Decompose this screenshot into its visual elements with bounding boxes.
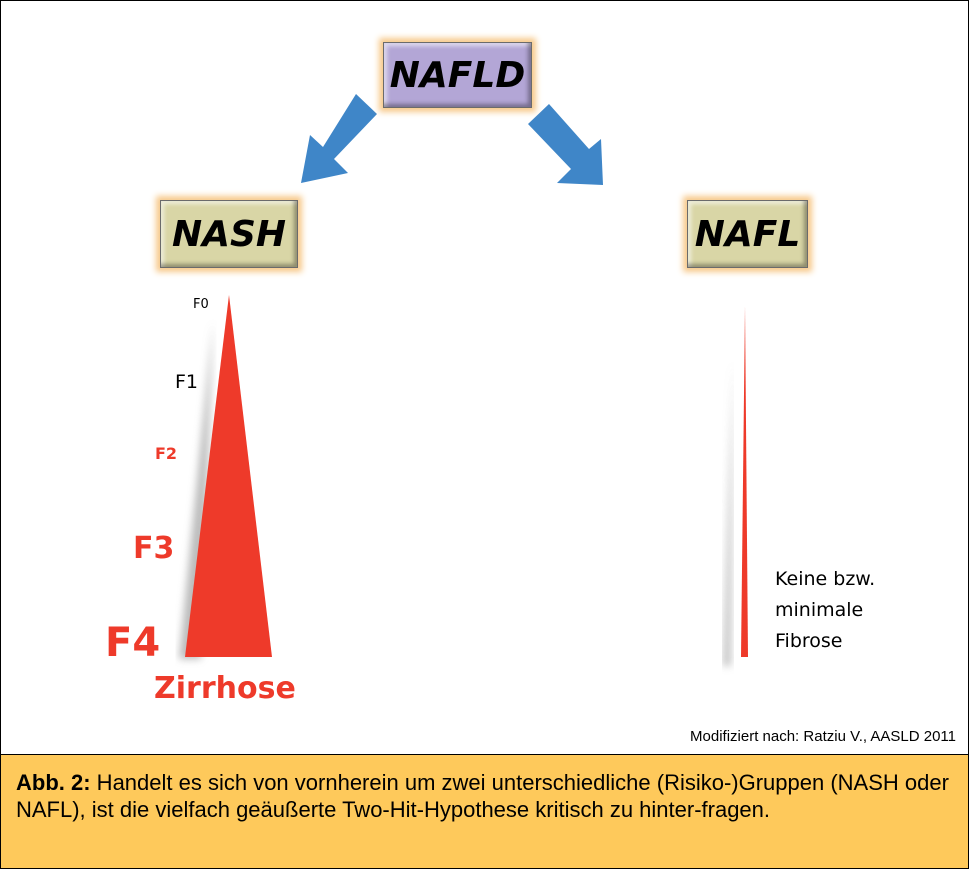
nafl-line-shadow <box>723 361 733 666</box>
nafl-note-line: minimale <box>775 599 864 621</box>
label-f2: F2 <box>155 444 178 463</box>
nafl-note-line: Fibrose <box>775 630 843 652</box>
caption-label: Abb. 2: <box>16 770 91 795</box>
figure-caption: Abb. 2: Handelt es sich von vornherein u… <box>1 754 968 868</box>
nash-fibrosis-triangle <box>185 295 272 657</box>
nash-triangle-shadow <box>179 321 213 659</box>
label-f3: F3 <box>133 531 175 566</box>
diagram-graphics <box>179 94 748 666</box>
label-zirrhose: Zirrhose <box>154 671 296 706</box>
label-f1: F1 <box>175 371 199 393</box>
source-note: Modifiziert nach: Ratziu V., AASLD 2011 <box>690 728 956 745</box>
left-arrow <box>301 94 377 183</box>
label-f4: F4 <box>105 620 161 666</box>
nash-box: NASH <box>160 200 298 268</box>
nafl-fibrosis-line <box>741 306 748 657</box>
nafld-box: NAFLD <box>383 42 532 108</box>
nafl-box: NAFL <box>687 200 808 268</box>
label-f0: F0 <box>193 297 209 312</box>
nafl-note-line: Keine bzw. <box>775 568 876 590</box>
caption-text: Handelt es sich von vornherein um zwei u… <box>16 770 949 822</box>
right-arrow <box>528 104 603 185</box>
nafl-note: Keine bzw. minimale Fibrose <box>775 564 875 657</box>
